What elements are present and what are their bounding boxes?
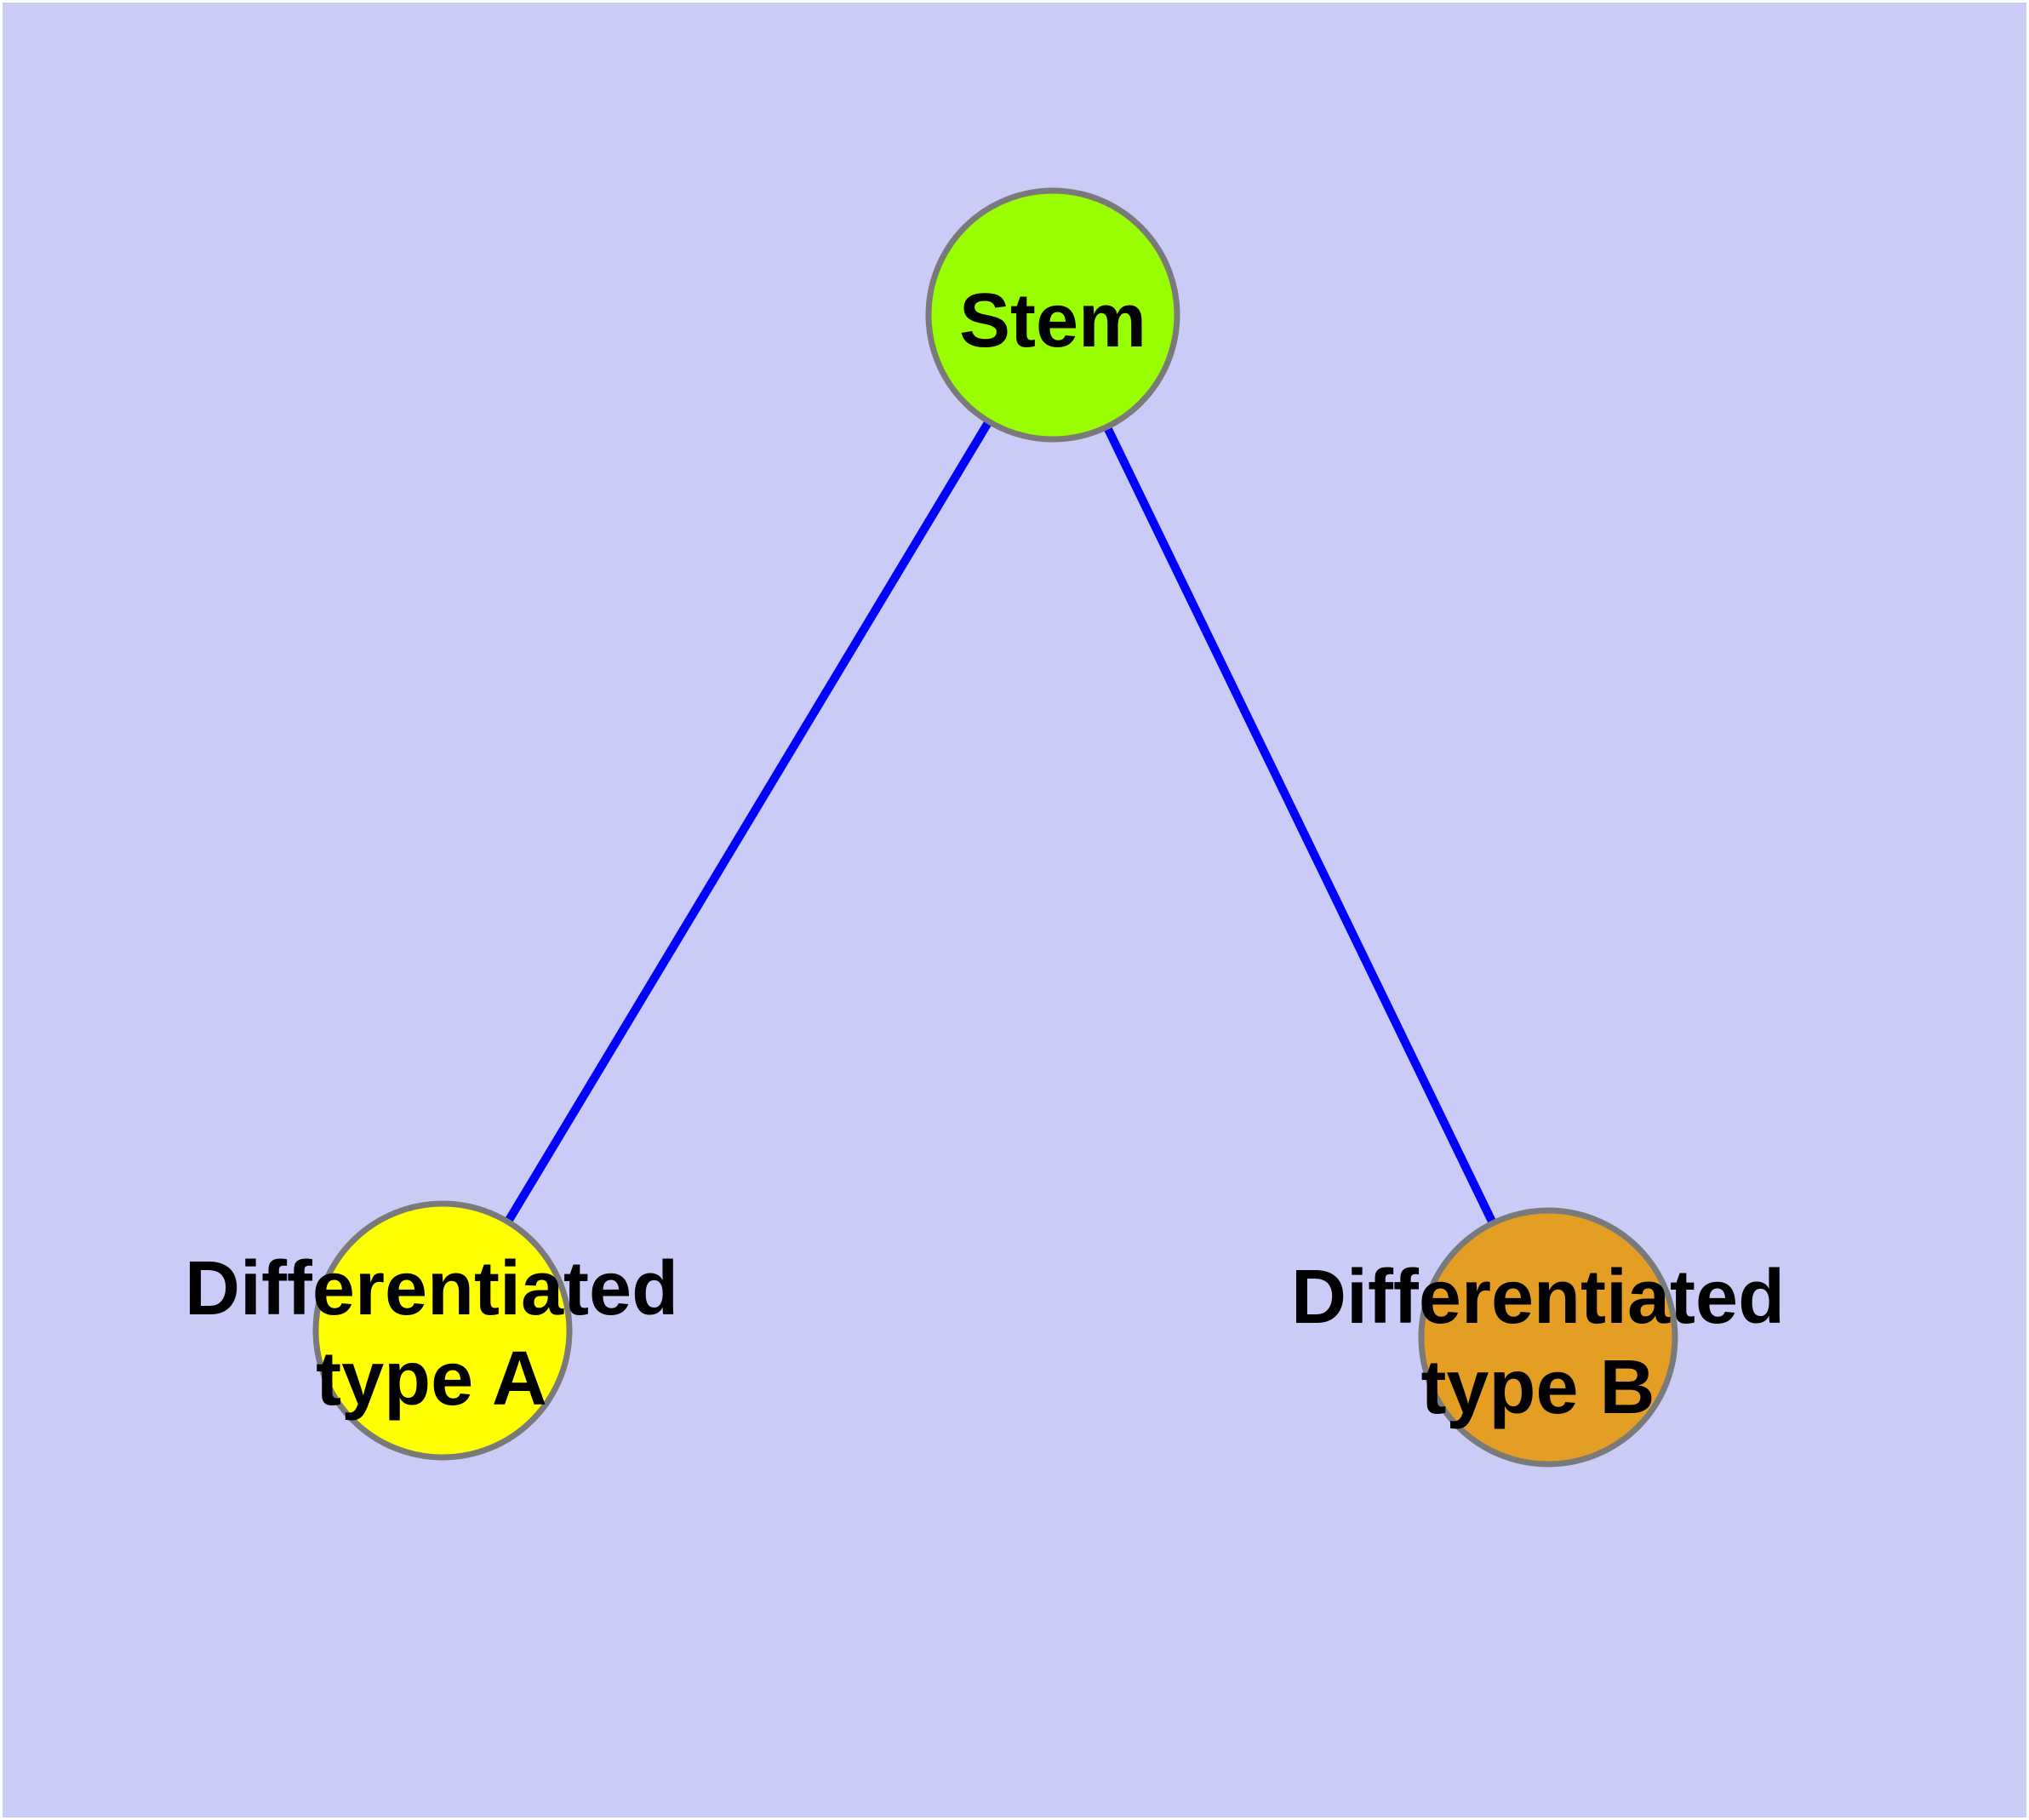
node-type-a-circle bbox=[312, 1200, 573, 1461]
edge-stem-to-type-b bbox=[1049, 312, 1552, 1340]
node-stem-circle bbox=[925, 187, 1180, 443]
node-type-b-circle bbox=[1418, 1207, 1678, 1468]
edge-stem-to-type-a bbox=[438, 312, 1057, 1333]
